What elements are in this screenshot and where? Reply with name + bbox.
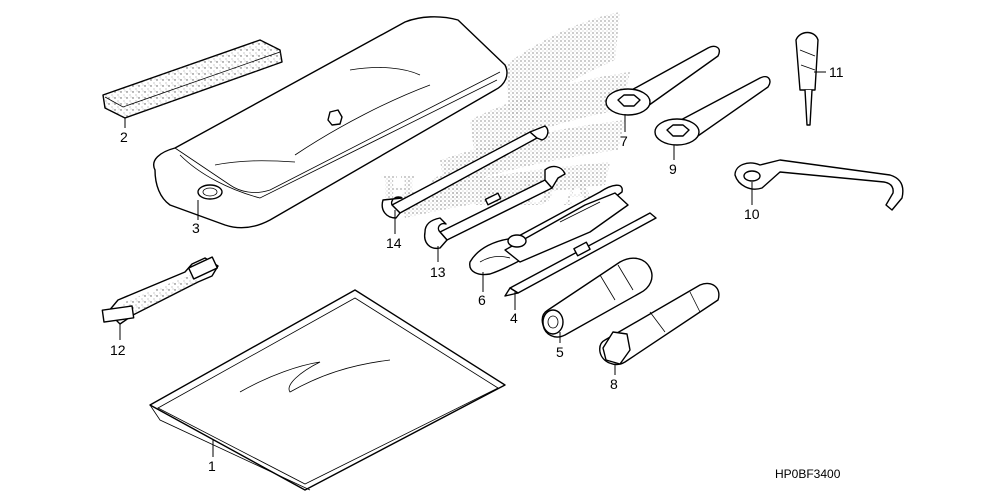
callout-6: 6: [478, 292, 486, 308]
part-11-screwdriver: [795, 31, 819, 126]
callout-5: 5: [556, 344, 564, 360]
part-10-hook-wrench: [734, 159, 904, 211]
part-8-socket-wrench: [599, 282, 720, 366]
part-7-box-wrench: [605, 45, 720, 116]
callout-1: 1: [208, 458, 216, 474]
callout-11: 11: [829, 64, 844, 80]
callout-9: 9: [669, 161, 677, 177]
callout-4: 4: [510, 310, 518, 326]
part-14-wrench: [381, 125, 549, 219]
callout-14: 14: [386, 235, 402, 251]
part-13-wrench: [423, 165, 566, 250]
part-5-handle: [541, 257, 653, 338]
part-3-tool-bag: [153, 16, 508, 229]
part-1-manual-pouch: [149, 289, 506, 491]
part-4-screwdriver-shaft: [504, 212, 657, 297]
callout-7: 7: [620, 133, 628, 149]
callout-2: 2: [120, 129, 128, 145]
callout-3: 3: [192, 220, 200, 236]
callout-10: 10: [744, 206, 760, 222]
callout-13: 13: [430, 264, 446, 280]
part-9-box-wrench: [654, 76, 771, 146]
leader-lines: [119, 71, 826, 457]
drawing-code: HP0BF3400: [775, 467, 841, 481]
part-12-strap: [101, 256, 219, 325]
callout-12: 12: [110, 342, 126, 358]
callout-8: 8: [610, 376, 618, 392]
part-6-pliers: [469, 184, 629, 276]
callout-labels: 2 3 1 12 14 13 6 4 5 7 9 8 10 11: [110, 64, 844, 474]
part-2-foam-pad: [102, 39, 283, 119]
